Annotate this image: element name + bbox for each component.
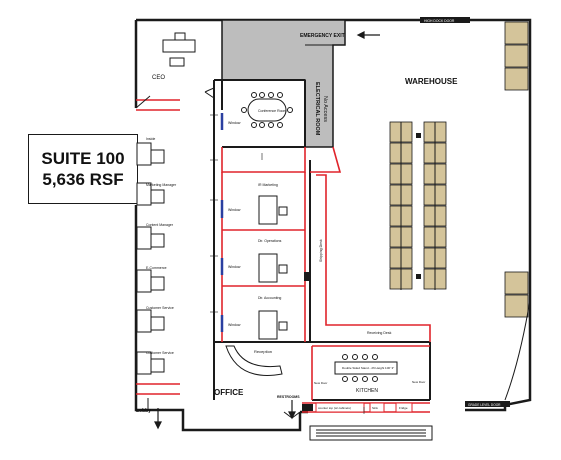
shipping-desk-label: Shipping Desk [319, 239, 323, 262]
restroom-fixture [302, 404, 313, 411]
curved-wall [504, 299, 531, 401]
kitchen-label: KITCHEN [356, 388, 378, 394]
private-office-desks [258, 195, 288, 340]
window-label-2: Window [228, 208, 241, 212]
desk-label-cs1: Customer Service [146, 306, 174, 310]
conference-label: Conference Room [258, 109, 286, 113]
emergency-exit-area [221, 19, 346, 148]
desk-label-cs2: Customer Service [146, 351, 174, 355]
desk-label-inside: Inside [146, 137, 155, 141]
kitchen-counter [315, 402, 413, 413]
suite-title: SUITE 100 [41, 149, 125, 168]
desk-label-ecommerce: E-Commerce [146, 266, 167, 270]
rack-posts [400, 122, 436, 290]
restroom-strip [309, 425, 433, 441]
ceo-label: CEO [152, 75, 165, 81]
receiving-desk-label: Receiving Desk [367, 331, 392, 335]
emergency-exit-label: EMERGENCY EXIT [300, 33, 345, 39]
sink-label: Sink [372, 406, 378, 410]
new-door-left: New Door [314, 381, 327, 385]
bottom-door-marker [465, 401, 510, 407]
restrooms-label: RESTROOMS [277, 395, 300, 399]
top-door-label: HIGH DOCK DOOR [424, 19, 455, 23]
reception-label: Reception [254, 349, 272, 354]
counter-label: counter top (w/ cabinets) [318, 406, 351, 410]
warehouse-label: WAREHOUSE [405, 77, 458, 86]
window-label-4: Window [228, 323, 241, 327]
warehouse-racks [389, 21, 529, 318]
kitchen-furniture [334, 354, 398, 382]
sit-stand-label: Double Sided Stand - 2ft Height 100' 3" [342, 366, 394, 370]
office-label: OFFICE [214, 388, 244, 397]
window-label-1: Window [228, 121, 241, 125]
interior-walls [213, 79, 431, 401]
lobby-arrow [154, 408, 162, 430]
column-markers [304, 133, 421, 281]
suite-size: 5,636 RSF [42, 170, 124, 189]
fridge-label: Fridge [399, 406, 408, 410]
top-door-marker [420, 17, 470, 23]
desk-label-content: Content Manager [146, 223, 174, 227]
desks [136, 142, 165, 375]
restroom-arrow [288, 400, 296, 420]
desk-label-marketing: Marketing Manager [146, 183, 177, 187]
bottom-door-label: GRADE LEVEL DOOR [468, 403, 501, 407]
new-door-right: New Door [412, 380, 425, 384]
no-access-label: No Access [322, 96, 328, 122]
office-label-ops: Dir. Operations [258, 239, 282, 243]
lobby-label: Lobby [136, 408, 151, 414]
emergency-exit-arrow [356, 31, 380, 39]
office-label-acct: Dir. Accounting [258, 296, 281, 300]
conference-table [241, 92, 293, 128]
reception-desk [225, 345, 283, 376]
window-label-3: Window [228, 265, 241, 269]
dimension-ticks [210, 114, 365, 414]
office-label-ir: IR Marketing [258, 183, 278, 187]
shaded-areas [221, 19, 346, 148]
electrical-label: ELECTRICAL ROOM [314, 82, 320, 136]
suite-callout: SUITE 100 5,636 RSF [28, 134, 138, 204]
ceo-office [162, 32, 196, 67]
